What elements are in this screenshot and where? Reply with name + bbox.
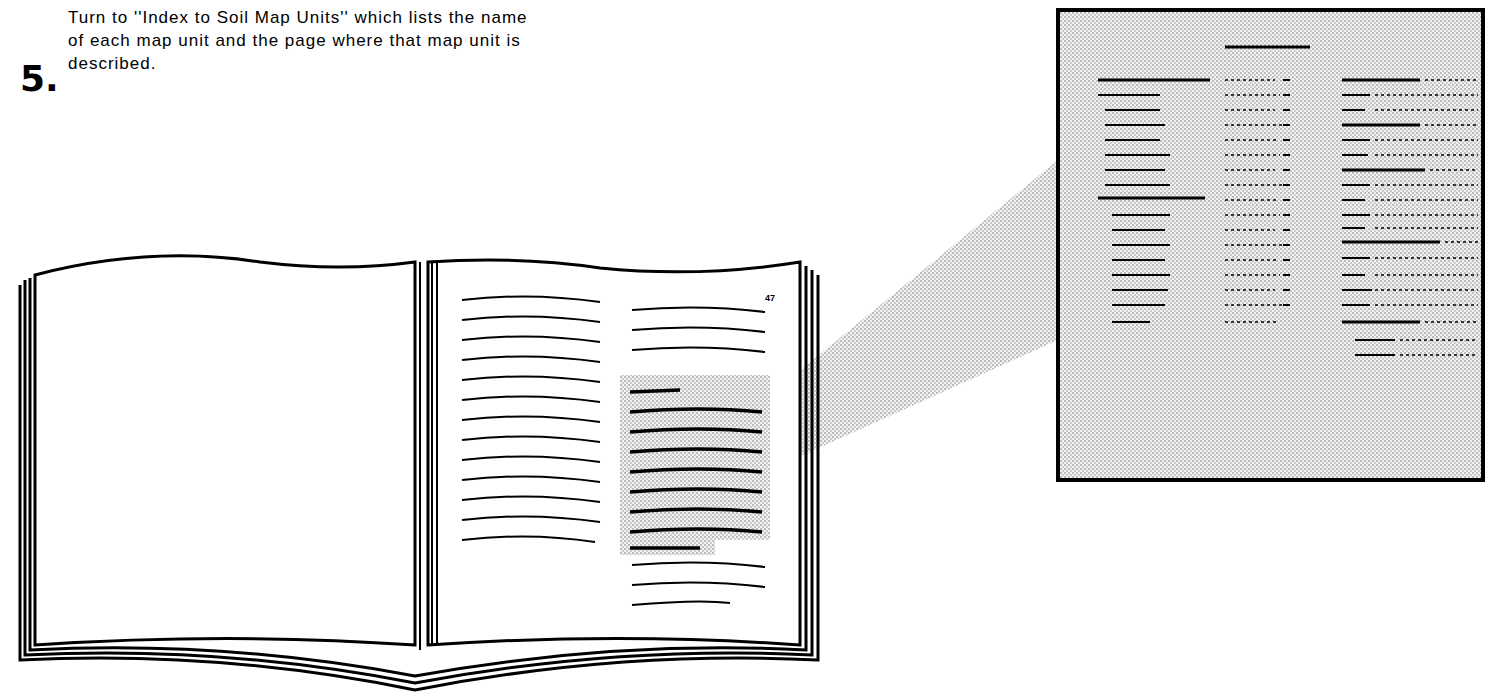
page-text-lines xyxy=(462,296,765,605)
page-number: 47 xyxy=(765,293,775,303)
instruction-text: Turn to ''Index to Soil Map Units'' whic… xyxy=(68,6,538,75)
magnified-page xyxy=(1058,10,1483,480)
highlight-block xyxy=(620,375,770,555)
right-page xyxy=(428,260,800,645)
spine xyxy=(420,262,437,650)
magnified-lines xyxy=(1098,47,1478,355)
step-number: 5. xyxy=(20,58,59,99)
left-page xyxy=(35,256,415,645)
highlighted-lines xyxy=(630,390,762,548)
